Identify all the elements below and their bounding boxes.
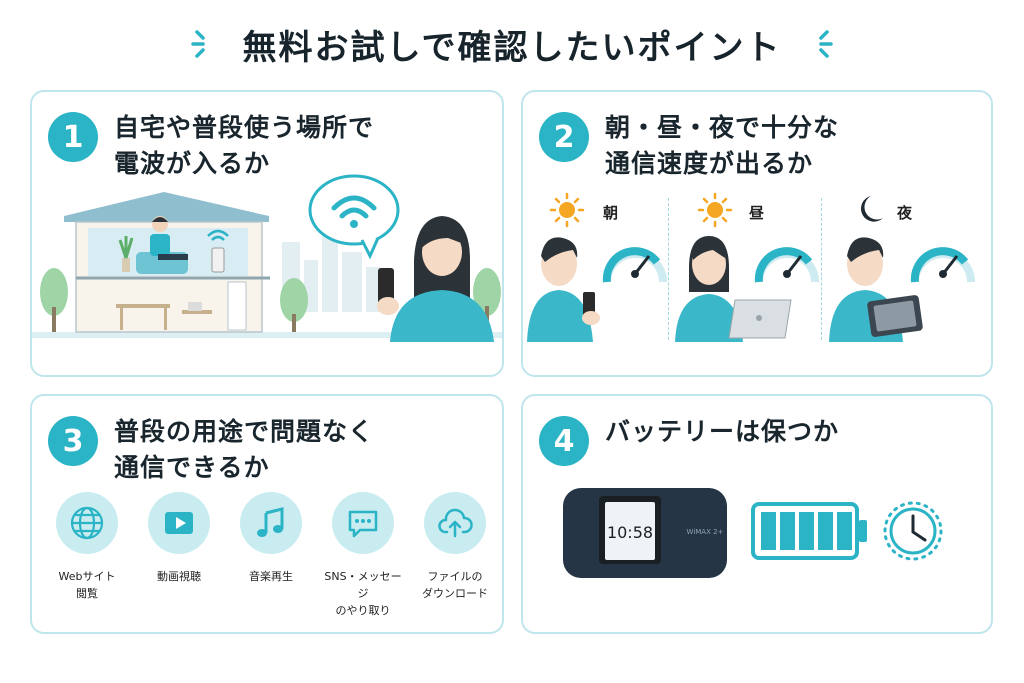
battery-cell: [799, 512, 814, 550]
man-with-tablet: [829, 237, 923, 342]
point-heading-line1: 朝・昼・夜で十分な: [605, 113, 840, 142]
page-title: 無料お試しで確認したいポイント: [242, 27, 782, 68]
home-signal-illustration: [32, 174, 502, 342]
sparkle-left-icon: [190, 30, 205, 58]
point-heading-line1: 自宅や普段使う場所で: [114, 113, 375, 142]
house: [64, 192, 270, 333]
point-heading-line2: 電波が入るか: [114, 149, 271, 178]
sun-icon: [697, 192, 733, 228]
point-number: 4: [539, 416, 589, 466]
battery-cell: [780, 512, 795, 550]
point-heading: 朝・昼・夜で十分な 通信速度が出るか: [605, 110, 839, 182]
usecase-music: 音楽再生: [230, 492, 312, 619]
point-heading-line2: 通信速度が出るか: [605, 149, 814, 178]
play-icon: [148, 492, 210, 554]
point-number: 1: [48, 112, 98, 162]
point-heading-line2: 通信できるか: [114, 453, 270, 482]
point-heading: バッテリーは保つか: [605, 414, 839, 450]
time-label-noon: 昼: [749, 204, 765, 222]
wifi-bubble: [308, 174, 400, 260]
usecase-list: Webサイト 閲覧 動画視聴 音楽再生: [46, 492, 496, 619]
usecase-label: ファイルの ダウンロード: [422, 570, 488, 600]
battery-cell: [818, 512, 833, 550]
music-note-icon: [240, 492, 302, 554]
battery-full-icon: [751, 502, 867, 560]
battery-illustration: 10:58 WiMAX 2+: [563, 488, 943, 578]
point-number: 2: [539, 112, 589, 162]
battery-cell: [837, 512, 852, 550]
time-label-night: 夜: [897, 204, 913, 222]
point-heading-line1: 普段の用途で問題なく: [114, 417, 375, 446]
globe-icon: [56, 492, 118, 554]
router-clock-time: 10:58: [607, 523, 653, 542]
usecase-label: SNS・メッセージ のやり取り: [324, 570, 402, 617]
woman-with-phone: [377, 216, 494, 342]
point-heading: 自宅や普段使う場所で 電波が入るか: [114, 110, 374, 182]
speed-gauge-icon: [910, 247, 975, 283]
usecase-sns: SNS・メッセージ のやり取り: [322, 492, 404, 619]
page-header: 無料お試しで確認したいポイント: [0, 14, 1024, 74]
speed-times-illustration: [527, 192, 975, 342]
point-card-speed: 2 朝・昼・夜で十分な 通信速度が出るか 朝 昼 夜: [521, 90, 993, 377]
usecase-label: 動画視聴: [157, 570, 201, 583]
sun-icon: [549, 192, 585, 228]
battery-cell: [761, 512, 776, 550]
point-number: 3: [48, 416, 98, 466]
usecase-video: 動画視聴: [138, 492, 220, 619]
mobile-router: 10:58 WiMAX 2+: [563, 488, 727, 578]
point-heading-line1: バッテリーは保つか: [605, 417, 840, 446]
usecase-label: Webサイト 閲覧: [58, 570, 116, 600]
time-divider: [821, 198, 822, 340]
woman-with-laptop: [675, 236, 792, 342]
point-card-usage: 3 普段の用途で問題なく 通信できるか Webサイト 閲覧 動画視聴: [30, 394, 504, 634]
usecase-download: ファイルの ダウンロード: [414, 492, 496, 619]
point-heading: 普段の用途で問題なく 通信できるか: [114, 414, 374, 486]
cloud-upload-icon: [424, 492, 486, 554]
usecase-web: Webサイト 閲覧: [46, 492, 128, 619]
point-card-battery: 4 バッテリーは保つか 10:58 WiMAX 2+: [521, 394, 993, 634]
speed-gauge-icon: [754, 247, 819, 283]
time-label-morning: 朝: [603, 204, 619, 222]
point-card-coverage: 1 自宅や普段使う場所で 電波が入るか: [30, 90, 504, 377]
router-brand-logo: WiMAX 2+: [687, 528, 724, 536]
time-divider: [668, 198, 669, 340]
man-with-phone: [527, 237, 600, 342]
clock-icon: [883, 501, 943, 561]
chat-bubble-icon: [332, 492, 394, 554]
speed-gauge-icon: [602, 247, 667, 283]
sparkle-right-icon: [819, 30, 834, 58]
usecase-label: 音楽再生: [249, 570, 293, 583]
moon-icon: [860, 196, 883, 222]
